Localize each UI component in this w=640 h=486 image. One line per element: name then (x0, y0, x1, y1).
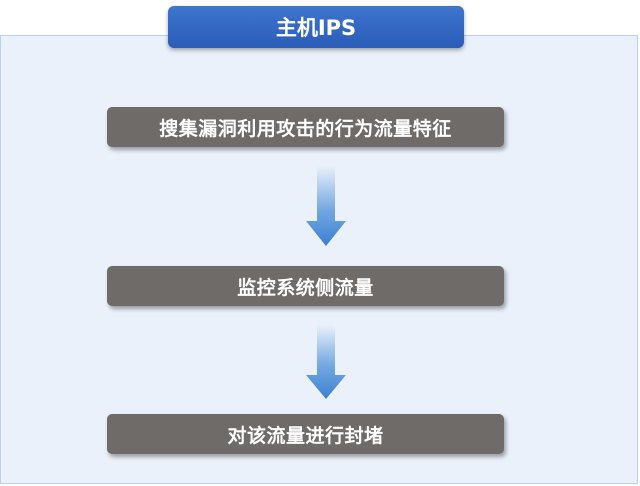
step-label-3: 对该流量进行封堵 (227, 424, 384, 447)
diagram-title: 主机IPS (168, 6, 464, 48)
step-label-2: 监控系统侧流量 (237, 276, 374, 299)
down-arrow-icon (306, 325, 346, 399)
step-box-2: 监控系统侧流量 (107, 266, 504, 306)
diagram-title-label: 主机IPS (275, 16, 357, 40)
step-box-3: 对该流量进行封堵 (107, 414, 504, 454)
step-box-1: 搜集漏洞利用攻击的行为流量特征 (107, 107, 504, 147)
step-label-1: 搜集漏洞利用攻击的行为流量特征 (159, 117, 452, 140)
down-arrow-icon (306, 166, 346, 246)
